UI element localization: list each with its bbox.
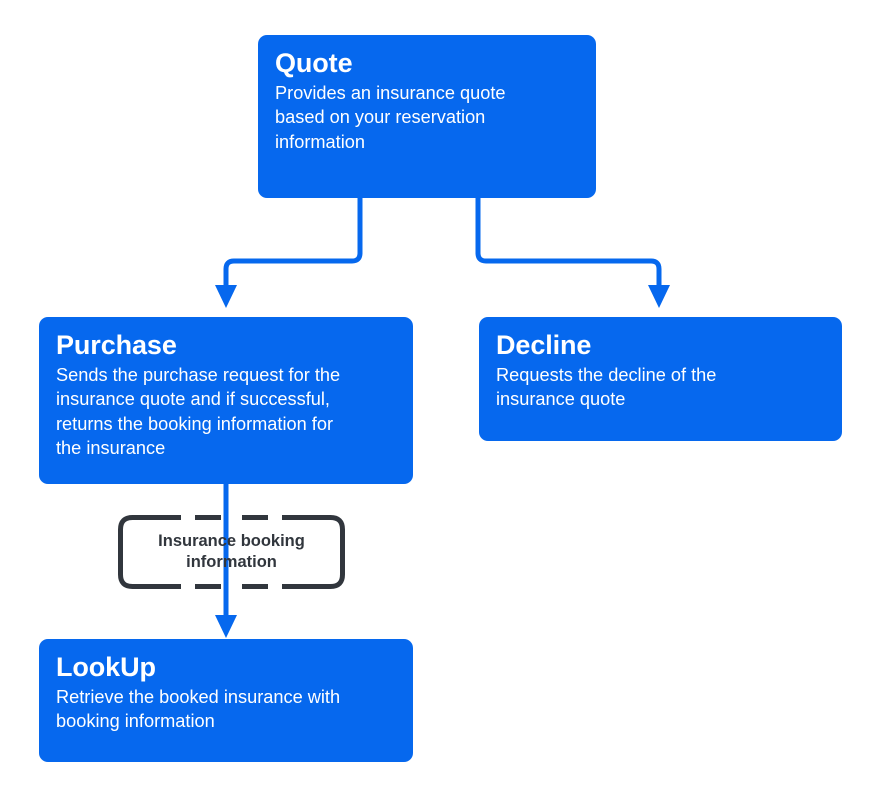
node-decline[interactable]: Decline Requests the decline of the insu… bbox=[479, 317, 842, 441]
bracket-frame-icon bbox=[118, 515, 345, 589]
node-quote[interactable]: Quote Provides an insurance quote based … bbox=[258, 35, 596, 198]
node-quote-description: Provides an insurance quote based on you… bbox=[275, 83, 506, 152]
node-quote-title: Quote bbox=[275, 48, 353, 78]
node-decline-title: Decline bbox=[496, 330, 592, 360]
bracket-label-text: Insurance booking information bbox=[158, 531, 305, 571]
node-purchase-description: Sends the purchase request for the insur… bbox=[56, 365, 341, 458]
node-lookup-description: Retrieve the booked insurance with booki… bbox=[56, 687, 341, 732]
edge-quote-to-decline bbox=[475, 198, 670, 308]
edge-quote-decline-path bbox=[475, 198, 662, 288]
edge-quote-purchase-path bbox=[223, 198, 363, 288]
edge-quote-to-purchase bbox=[215, 198, 363, 308]
edge-quote-purchase-arrowhead bbox=[215, 285, 237, 308]
edge-purchase-lookup-arrowhead bbox=[215, 615, 237, 638]
node-purchase-title: Purchase bbox=[56, 330, 177, 360]
node-lookup-title: LookUp bbox=[56, 652, 156, 682]
bracket-left bbox=[118, 515, 181, 589]
edge-quote-decline-arrowhead bbox=[648, 285, 670, 308]
node-lookup[interactable]: LookUp Retrieve the booked insurance wit… bbox=[39, 639, 413, 762]
edge-label-insurance-booking-information: Insurance booking information bbox=[118, 515, 345, 589]
node-decline-description: Requests the decline of the insurance qu… bbox=[496, 365, 717, 410]
node-purchase[interactable]: Purchase Sends the purchase request for … bbox=[39, 317, 413, 484]
bracket-right bbox=[282, 515, 345, 589]
